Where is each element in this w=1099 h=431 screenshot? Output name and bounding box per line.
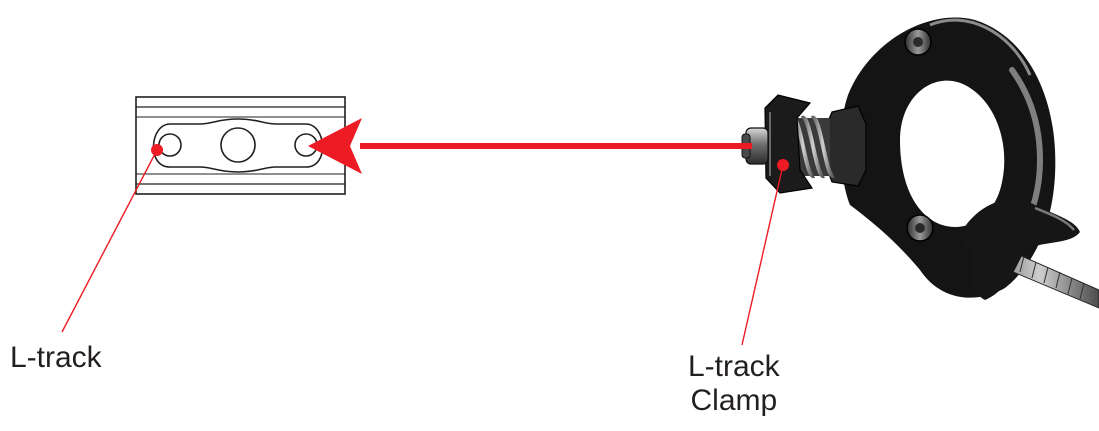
l-track-clamp-label: L-track Clamp — [688, 350, 780, 418]
l-track-label: L-track — [10, 341, 102, 374]
clamp-wing-nut-highlight — [1034, 206, 1075, 231]
l-track-clamp-label-line1: L-track — [688, 350, 780, 383]
l-track-clamp — [741, 17, 1099, 309]
left-arrow-icon — [308, 118, 362, 174]
clamp-wing-nut — [960, 199, 1080, 300]
callout-clamp-dot — [777, 159, 789, 171]
callout-l-track-dot — [151, 144, 163, 156]
callout-l-track-line — [61, 149, 158, 333]
callout-l-track-clamp — [741, 159, 789, 346]
clamp-ring-rim — [929, 18, 1032, 76]
callout-clamp-line — [741, 164, 784, 346]
callout-l-track — [61, 144, 163, 333]
l-track-clamp-label-line2: Clamp — [690, 384, 778, 417]
clamp-bolt-bottom-center — [915, 223, 925, 233]
clamp-bolt-top-center — [913, 37, 923, 47]
clamp-jaw-plate — [764, 94, 814, 194]
clamp-ring-opening — [900, 80, 1005, 227]
insertion-arrow — [308, 118, 752, 174]
l-track-hole-center — [220, 127, 256, 163]
